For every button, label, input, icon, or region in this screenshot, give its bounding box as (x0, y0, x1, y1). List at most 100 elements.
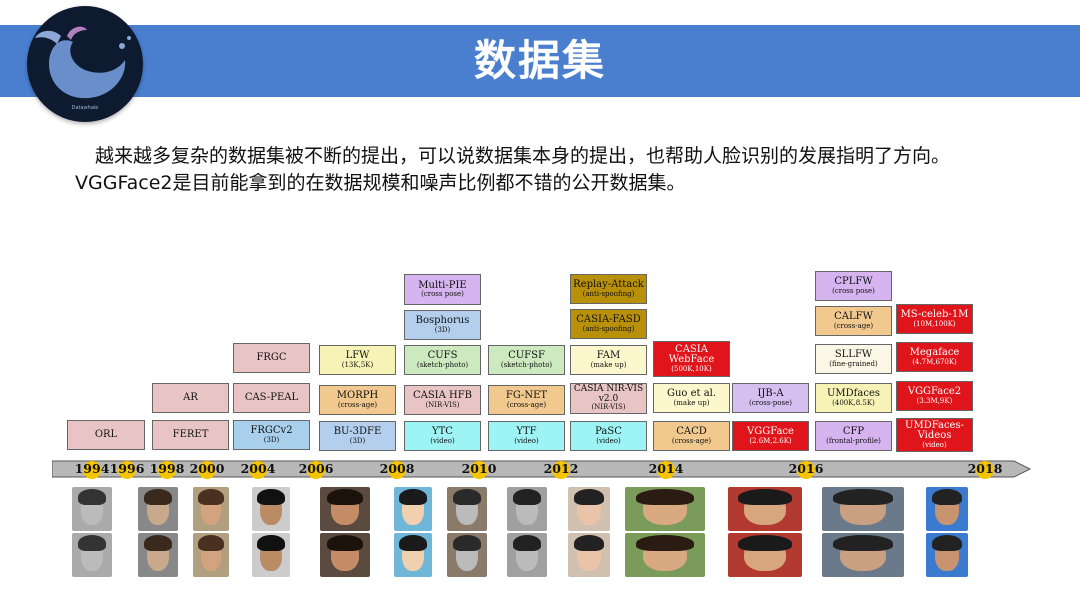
dataset-subtitle: (NIR-VIS) (425, 402, 459, 409)
dataset-box: CASIA HFB(NIR-VIS) (404, 385, 481, 415)
dataset-box: FRGCv2(3D) (233, 420, 310, 450)
dataset-name: FERET (173, 430, 209, 441)
dataset-name: UMDFaces-Videos (897, 421, 972, 442)
dataset-box: Multi-PIE(cross pose) (404, 274, 481, 305)
hair-shape (144, 535, 173, 552)
dataset-box: CACD(cross-age) (653, 421, 730, 451)
face-photo (138, 487, 178, 531)
dataset-subtitle: (sketch-photo) (501, 362, 552, 369)
dataset-box: YTF(video) (488, 421, 565, 451)
dataset-box: CAS-PEAL (233, 383, 310, 413)
dataset-box: YTC(video) (404, 421, 481, 451)
hair-shape (932, 489, 962, 506)
dataset-name: FAM (597, 351, 621, 362)
dataset-box: PaSC(video) (570, 421, 647, 451)
hair-shape (738, 535, 791, 552)
dataset-subtitle: (NIR-VIS) (591, 404, 625, 411)
dataset-box: Replay-Attack(anti-spoofing) (570, 274, 647, 304)
year-label: 1994 (75, 461, 110, 476)
dataset-box: IJB-A(cross-pose) (732, 383, 809, 413)
face-photo (507, 487, 547, 531)
hair-shape (327, 489, 363, 506)
year-label: 2014 (649, 461, 684, 476)
dataset-box: FAM(make up) (570, 345, 647, 375)
dataset-name: LFW (346, 351, 370, 362)
hair-shape (78, 489, 107, 506)
hair-shape (574, 535, 604, 552)
hair-shape (327, 535, 363, 552)
dataset-name: PaSC (595, 427, 622, 438)
dataset-name: CASIA HFB (413, 391, 472, 402)
dataset-name: CUFS (428, 351, 458, 362)
dataset-subtitle: (cross-age) (672, 438, 711, 445)
dataset-name: FRGCv2 (250, 426, 292, 437)
dataset-box: CASIA-FASD(anti-spoofing) (570, 309, 647, 339)
dataset-name: VGGFace2 (908, 387, 961, 398)
hair-shape (257, 489, 284, 506)
hair-shape (399, 535, 426, 552)
dataset-subtitle: (400K,8.5K) (832, 400, 875, 407)
face-photo (394, 487, 432, 531)
dataset-name: CALFW (834, 312, 873, 323)
face-photo (926, 487, 968, 531)
face-photo (72, 487, 112, 531)
face-photo (926, 533, 968, 577)
year-label: 2000 (190, 461, 225, 476)
dataset-box: Megaface(4.7M,670K) (896, 342, 973, 372)
hair-shape (257, 535, 284, 552)
dataset-name: ORL (95, 430, 117, 441)
dataset-name: CACD (676, 427, 707, 438)
face-photo (320, 533, 370, 577)
dataset-name: SLLFW (835, 350, 872, 361)
dataset-box: UMDFaces-Videos(video) (896, 418, 973, 452)
dataset-box: FG-NET(cross-age) (488, 385, 565, 415)
dataset-subtitle: (cross-pose) (749, 400, 792, 407)
dataset-subtitle: (13K,5K) (342, 362, 374, 369)
dataset-box: LFW(13K,5K) (319, 345, 396, 375)
dataset-name: Replay-Attack (573, 280, 644, 291)
year-label: 1998 (150, 461, 185, 476)
dataset-box: CUFS(sketch-photo) (404, 345, 481, 375)
dataset-box: AR (152, 383, 229, 413)
dataset-subtitle: (fine-grained) (829, 361, 878, 368)
dataset-subtitle: (sketch-photo) (417, 362, 468, 369)
hair-shape (453, 489, 482, 506)
dataset-subtitle: (video) (596, 438, 621, 445)
dataset-subtitle: (video) (514, 438, 539, 445)
dataset-box: SLLFW(fine-grained) (815, 344, 892, 374)
slide-title: 数据集 (0, 25, 1080, 97)
face-photo (193, 487, 229, 531)
dataset-subtitle: (2.6M,2.6K) (749, 438, 791, 445)
dataset-box: CALFW(cross-age) (815, 306, 892, 336)
face-photo (822, 487, 904, 531)
dataset-box: ORL (67, 420, 145, 450)
dataset-subtitle: (make up) (591, 362, 627, 369)
dataset-box: FRGC (233, 343, 310, 373)
dataset-subtitle: (cross-age) (338, 402, 377, 409)
dataset-subtitle: (cross pose) (421, 291, 464, 298)
dataset-box: VGGFace2(3.3M,9K) (896, 381, 973, 411)
dataset-name: FRGC (256, 353, 286, 364)
face-photo (625, 533, 705, 577)
dataset-name: IJB-A (757, 389, 783, 400)
dataset-box: MORPH(cross-age) (319, 385, 396, 415)
face-photo (252, 487, 290, 531)
dataset-subtitle: (anti-spoofing) (583, 291, 635, 298)
dataset-name: CUFSF (508, 351, 545, 362)
dataset-subtitle: (3D) (435, 327, 451, 334)
dataset-name: CASIA-FASD (576, 315, 640, 326)
hair-shape (513, 535, 542, 552)
year-label: 1996 (110, 461, 145, 476)
dataset-subtitle: (make up) (674, 400, 710, 407)
dataset-subtitle: (cross pose) (832, 288, 875, 295)
hair-shape (636, 535, 694, 552)
hair-shape (198, 489, 224, 506)
dataset-name: YTC (432, 427, 453, 438)
hair-shape (399, 489, 426, 506)
dataset-name: YTF (516, 427, 536, 438)
hair-shape (453, 535, 482, 552)
dataset-name: Bosphorus (416, 316, 470, 327)
dataset-name: CAS-PEAL (245, 393, 298, 404)
face-photo (252, 533, 290, 577)
dataset-name: VGGFace (747, 427, 794, 438)
